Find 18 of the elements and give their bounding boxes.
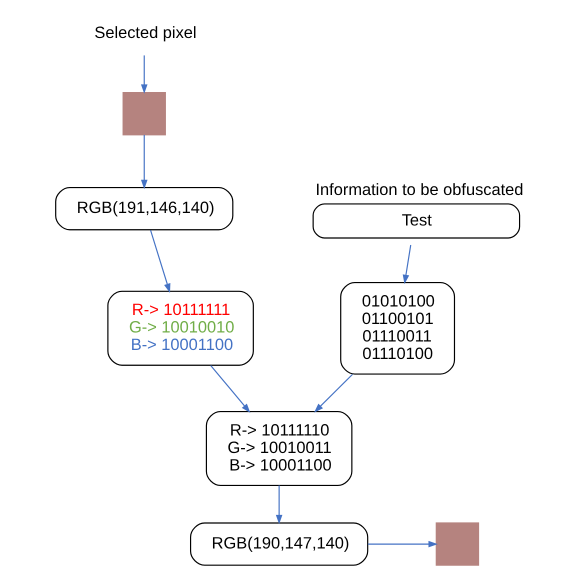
arrow	[150, 230, 170, 293]
node-box: 01010100 01100101 01110011 01110100	[340, 282, 456, 375]
node-box	[122, 92, 166, 136]
node-box: R-> 10111110 G-> 10010011 B-> 10001100	[206, 410, 352, 486]
node-box	[436, 522, 480, 566]
arrow	[368, 540, 438, 548]
arrow	[210, 365, 250, 413]
node-box: RGB(191,146,140)	[55, 186, 234, 230]
node-box: RGB(190,147,140)	[190, 522, 368, 566]
arrow	[314, 374, 353, 413]
arrow	[140, 55, 148, 94]
arrow	[276, 485, 282, 524]
node-box: R-> 10111111 G-> 10010010 B-> 10001100	[107, 290, 254, 366]
arrow	[402, 244, 412, 284]
node-label: Information to be obfuscated	[315, 180, 524, 199]
node-box: Test	[312, 203, 520, 239]
node-text: Selected pixel	[94, 24, 197, 42]
arrow	[140, 134, 148, 190]
